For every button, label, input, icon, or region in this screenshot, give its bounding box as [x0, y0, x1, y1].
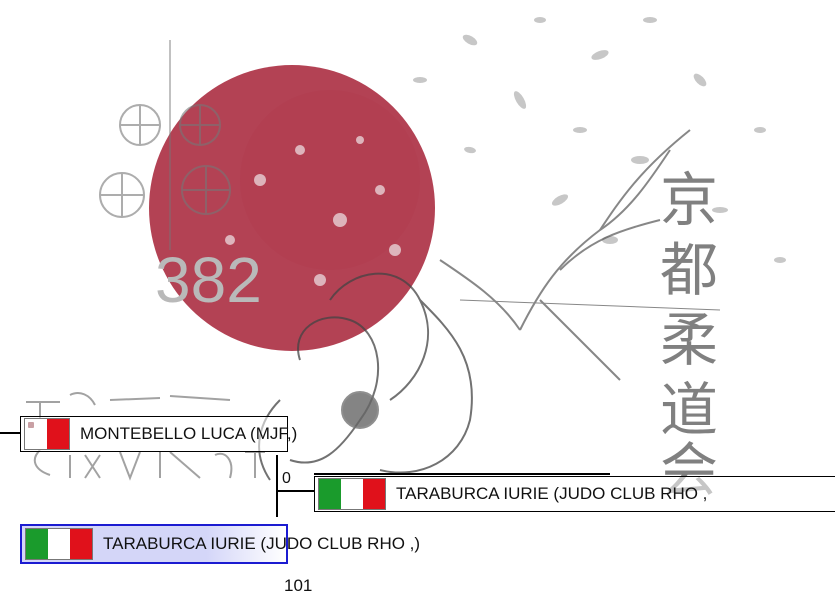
competitor-name-top: MONTEBELLO LUCA (MJF,)	[80, 424, 298, 443]
bout-number: 101	[284, 576, 313, 595]
match-number: 382	[155, 244, 262, 316]
competitor-row-bottom[interactable]: TARABURCA IURIE (JUDO CLUB RHO ,)	[20, 524, 420, 564]
competitor-name-bottom: TARABURCA IURIE (JUDO CLUB RHO ,)	[103, 534, 421, 553]
bracket-connector-left	[0, 432, 20, 434]
italy-flag-icon	[318, 478, 386, 510]
red-sun-shape	[149, 65, 435, 351]
svg-text:都: 都	[660, 236, 718, 304]
svg-text:道: 道	[660, 376, 718, 444]
svg-text:柔: 柔	[660, 306, 718, 374]
competitor-row-top[interactable]: MONTEBELLO LUCA (MJF,)	[20, 416, 297, 452]
malta-flag-icon	[24, 418, 70, 450]
svg-text:京: 京	[660, 166, 718, 234]
italy-flag-icon	[25, 528, 93, 560]
bracket-connector-horizontal	[276, 490, 314, 492]
competitor-name-winner: TARABURCA IURIE (JUDO CLUB RHO ,	[396, 484, 708, 503]
competitor-row-winner[interactable]: TARABURCA IURIE (JUDO CLUB RHO ,	[314, 476, 835, 512]
winner-top-line	[314, 473, 610, 475]
bracket-connector-vertical	[276, 455, 278, 517]
top-competitor-score: 0	[282, 470, 291, 487]
